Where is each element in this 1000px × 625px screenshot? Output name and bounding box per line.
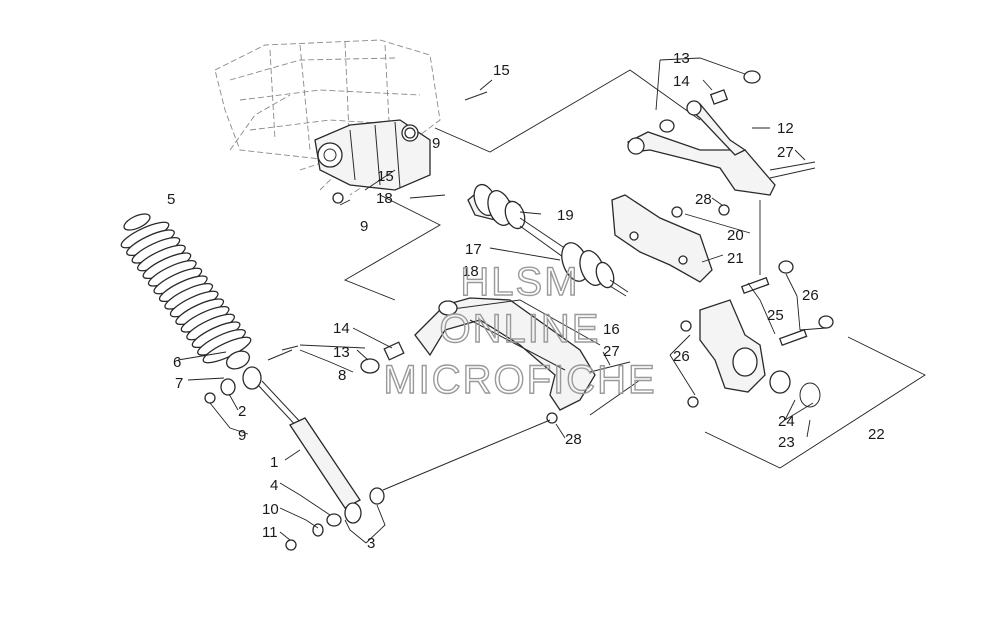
watermark-line3: MICROFICHE xyxy=(383,358,656,402)
lower-a-arm xyxy=(299,297,631,424)
callout-16: 16 xyxy=(603,321,620,338)
callout-28b: 28 xyxy=(565,431,582,448)
bolts xyxy=(281,91,816,351)
callout-11: 11 xyxy=(262,524,278,541)
callout-18a: 18 xyxy=(376,190,393,207)
differential-housing xyxy=(314,119,431,191)
watermark-line2: ONLINE xyxy=(440,307,601,351)
callout-14a: 14 xyxy=(673,73,690,90)
callout-10: 10 xyxy=(262,501,279,518)
callout-27a: 27 xyxy=(777,144,794,161)
coil-spring xyxy=(120,213,252,370)
callout-21: 21 xyxy=(727,250,744,267)
knuckle xyxy=(680,260,834,408)
callout-9c: 9 xyxy=(238,427,246,444)
callout-2: 2 xyxy=(238,403,246,420)
watermark-line1: HLSM xyxy=(460,260,579,304)
callout-5: 5 xyxy=(167,191,175,208)
watermark: HLSM ONLINE MICROFICHE xyxy=(383,259,656,402)
callout-6: 6 xyxy=(173,354,181,371)
assembly-outline xyxy=(343,69,926,469)
callout-22: 22 xyxy=(868,426,885,443)
leader-lines xyxy=(177,57,827,544)
callout-labels: 15 13 14 12 27 28 20 21 19 17 18 18 15 9… xyxy=(167,50,885,552)
callout-24: 24 xyxy=(778,413,795,430)
callout-15b: 15 xyxy=(377,168,394,185)
callout-18b: 18 xyxy=(462,263,479,280)
upper-a-arm xyxy=(627,70,816,216)
callout-13a: 13 xyxy=(673,50,690,67)
callout-15a: 15 xyxy=(493,62,510,79)
callout-1: 1 xyxy=(270,454,278,471)
callout-9a: 9 xyxy=(432,135,440,152)
callout-4: 4 xyxy=(270,477,278,494)
callout-26b: 26 xyxy=(673,348,690,365)
callout-23: 23 xyxy=(778,434,795,451)
drive-axle xyxy=(467,183,629,297)
guard-shield xyxy=(611,194,713,283)
callout-27b: 27 xyxy=(603,343,620,360)
callout-20: 20 xyxy=(727,227,744,244)
callout-13b: 13 xyxy=(333,344,350,361)
callout-3: 3 xyxy=(367,535,375,552)
callout-26a: 26 xyxy=(802,287,819,304)
callout-14b: 14 xyxy=(333,320,350,337)
callout-9b: 9 xyxy=(360,218,368,235)
callout-17: 17 xyxy=(465,241,482,258)
callout-8: 8 xyxy=(338,367,346,384)
callout-7: 7 xyxy=(175,375,183,392)
callout-28a: 28 xyxy=(695,191,712,208)
callout-19: 19 xyxy=(557,207,574,224)
callout-25: 25 xyxy=(767,307,784,324)
callout-12: 12 xyxy=(777,120,794,137)
shock-absorber xyxy=(204,349,551,551)
